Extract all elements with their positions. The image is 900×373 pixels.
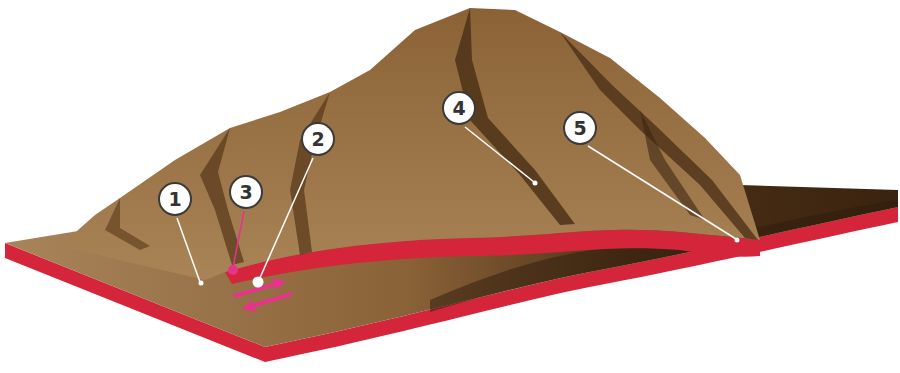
callout-number: 4 bbox=[452, 99, 465, 118]
callout-circle: 2 bbox=[301, 122, 335, 156]
callout-number: 5 bbox=[573, 119, 586, 138]
callout-circle: 3 bbox=[229, 175, 263, 209]
callout-number: 1 bbox=[168, 190, 181, 209]
callout-number: 3 bbox=[239, 183, 252, 202]
callout-circle: 5 bbox=[563, 111, 597, 145]
callout-circle: 1 bbox=[158, 182, 192, 216]
callout-circle: 4 bbox=[442, 91, 476, 125]
callout-number: 2 bbox=[311, 130, 324, 149]
